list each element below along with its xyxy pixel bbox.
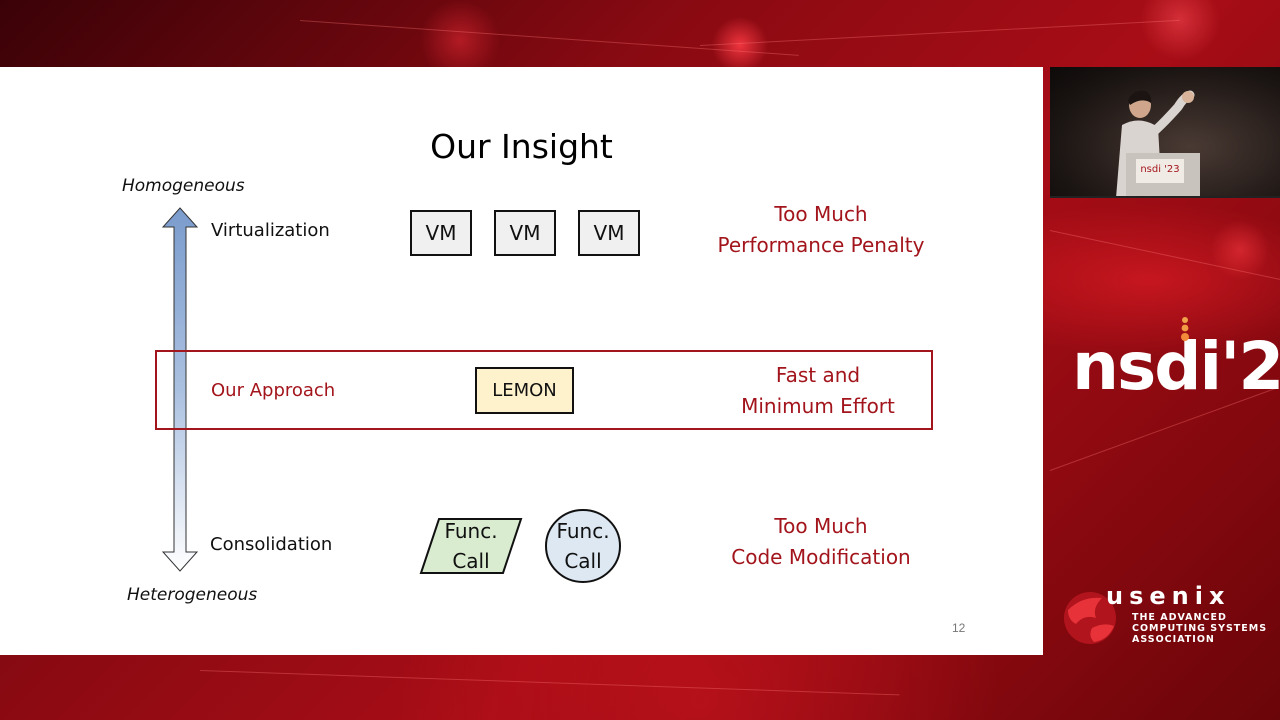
parallelogram-shape xyxy=(419,518,523,574)
shape-line: Func. xyxy=(556,519,610,543)
virtualization-note: Too Much Performance Penalty xyxy=(691,199,951,261)
vm-box: VM xyxy=(578,210,640,256)
presentation-slide: Our Insight Homogeneous Heterogeneous Vi… xyxy=(0,67,1043,655)
note-line: Minimum Effort xyxy=(741,394,895,418)
background-line xyxy=(699,19,1180,46)
circle-shape xyxy=(545,509,621,583)
double-arrow-icon xyxy=(162,207,198,572)
page-number: 12 xyxy=(952,621,966,635)
usenix-globe-icon xyxy=(1064,592,1116,644)
shape-line: Call xyxy=(564,549,602,573)
shape-line: Call xyxy=(452,549,490,573)
lemon-box: LEMON xyxy=(475,367,574,414)
note-line: Performance Penalty xyxy=(717,233,925,257)
nsdi-logo: nsdi'23 xyxy=(1072,328,1280,405)
tagline-line: ASSOCIATION xyxy=(1132,634,1215,645)
note-line: Code Modification xyxy=(731,545,911,569)
tagline-line: THE ADVANCED xyxy=(1132,612,1227,623)
background-line xyxy=(199,670,900,696)
background-line xyxy=(299,20,799,56)
circle-label: Func. Call xyxy=(543,516,623,576)
nsdi-year: '23 xyxy=(1220,328,1280,405)
nsdi-dots-icon xyxy=(1181,317,1189,341)
approach-label: Our Approach xyxy=(211,380,336,401)
virtualization-label: Virtualization xyxy=(211,220,330,241)
parallelogram-label: Func. Call xyxy=(431,516,511,576)
vm-box: VM xyxy=(410,210,472,256)
shape-line: Func. xyxy=(444,519,498,543)
vm-box: VM xyxy=(494,210,556,256)
nsdi-wordmark: nsdi xyxy=(1072,328,1222,405)
axis-bottom-label: Heterogeneous xyxy=(127,585,258,605)
note-line: Too Much xyxy=(774,514,868,538)
slide-title: Our Insight xyxy=(430,127,613,166)
approach-highlight-frame xyxy=(155,350,933,430)
tagline-line: COMPUTING SYSTEMS xyxy=(1132,623,1268,634)
note-line: Fast and xyxy=(775,363,861,387)
usenix-wordmark: usenix xyxy=(1106,582,1231,610)
background-line xyxy=(1049,230,1280,281)
consolidation-note: Too Much Code Modification xyxy=(691,511,951,573)
speaker-video: nsdi '23 xyxy=(1050,67,1280,198)
approach-note: Fast and Minimum Effort xyxy=(688,360,948,422)
note-line: Too Much xyxy=(774,202,868,226)
axis-top-label: Homogeneous xyxy=(122,176,245,196)
podium-logo: nsdi '23 xyxy=(1140,164,1180,175)
consolidation-label: Consolidation xyxy=(210,534,333,555)
usenix-tagline: THE ADVANCED COMPUTING SYSTEMS ASSOCIATI… xyxy=(1132,612,1267,645)
speaker-figure xyxy=(1116,90,1200,196)
